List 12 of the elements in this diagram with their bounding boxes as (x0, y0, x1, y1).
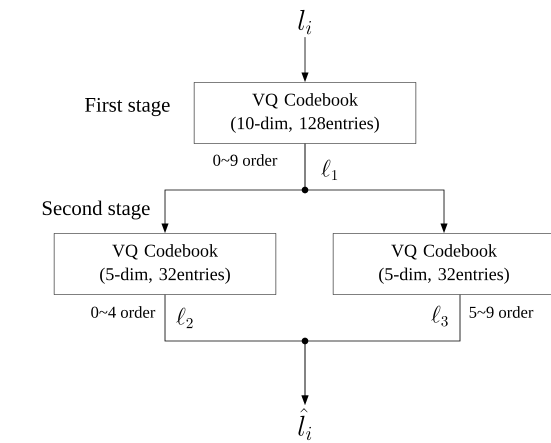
stage-label: 0~4 order (91, 306, 156, 318)
codebook-box: VQ Codebook (5-dim, 32entries) (54, 233, 276, 295)
line-symbol: $\ell_{1}$ (321, 160, 338, 180)
math-symbol: $l_{i}$ (298, 10, 312, 34)
line-symbol: $\ell_{2}$ (176, 308, 193, 328)
stage-label: Second stage (42, 200, 150, 220)
stage-label: First stage (85, 98, 170, 116)
line-symbol: $\ell_{3}$ (431, 306, 448, 326)
codebook-box: VQ Codebook (10-dim, 128entries) (194, 82, 416, 144)
codebook-box: VQ Codebook (5-dim, 32entries) (332, 233, 551, 295)
stage-label: 5~9 order (470, 306, 534, 318)
math-symbol: $\hat{l}_{i}$ (298, 408, 312, 440)
